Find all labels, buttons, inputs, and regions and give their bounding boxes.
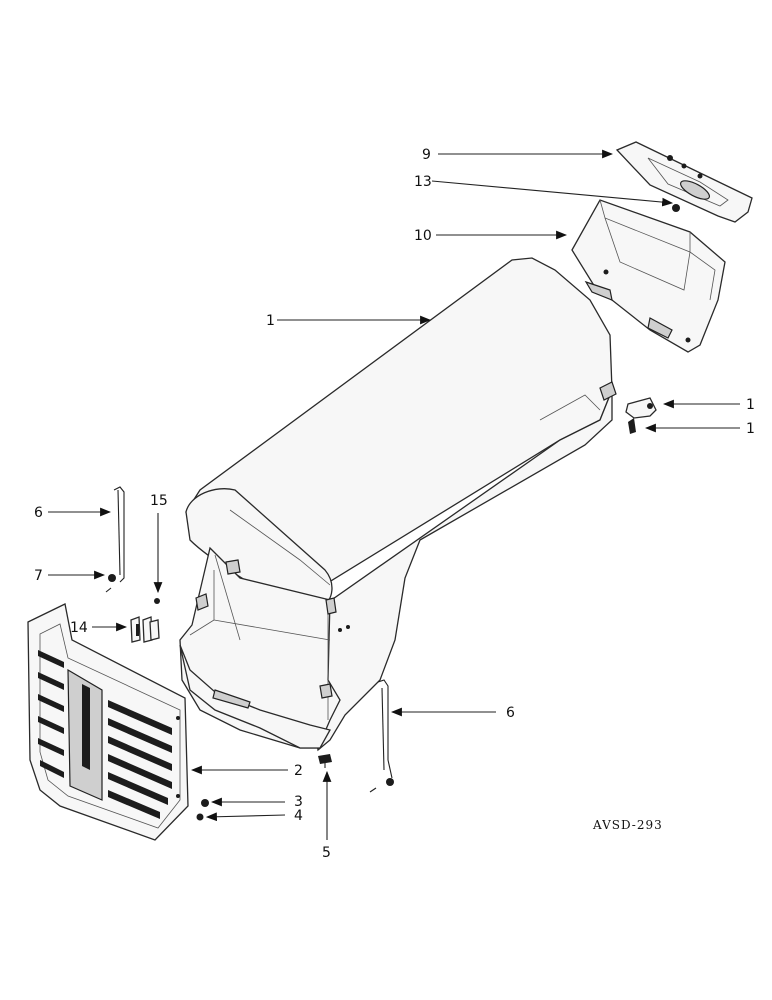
callout-6-left: 6: [34, 505, 43, 521]
leader-lines: [48, 149, 740, 840]
nut-part-7: [105, 574, 116, 593]
hood-part-1: [179, 257, 617, 752]
instrument-cover-part-9: [615, 141, 753, 223]
screw-part-4: [196, 813, 204, 821]
clip-part-14: [130, 616, 160, 643]
callout-5: 5: [322, 845, 331, 861]
grommet-part-13: [672, 204, 680, 212]
callout-15: 15: [150, 493, 168, 509]
callout-3: 3: [294, 794, 303, 810]
callout-1-hood: 1: [266, 313, 275, 329]
figure-code: AVSD-293: [592, 818, 663, 832]
callout-2: 2: [294, 763, 303, 779]
callout-4: 4: [294, 808, 303, 824]
callout-6-right: 6: [506, 705, 515, 721]
callout-13: 13: [414, 174, 432, 190]
callout-10: 10: [414, 228, 432, 244]
support-rod-part-6-left: [113, 486, 125, 583]
dash-housing-part-10: [571, 199, 726, 353]
hood-latch-part-1: [625, 397, 657, 434]
support-rod-part-6-right: [369, 679, 394, 793]
washer-part-3: [201, 799, 209, 807]
callout-9: 9: [422, 147, 431, 163]
callout-labels: 9 13 10 1 1 1 15 6 7 14 6 2 3 4 5 AVSD-2…: [34, 147, 755, 861]
callout-1-latch: 1: [746, 397, 755, 413]
bolt-part-15: [154, 598, 160, 604]
bolt-part-5: [318, 754, 332, 768]
grille-part-2: [27, 603, 189, 841]
callout-7: 7: [34, 568, 43, 584]
callout-1-pin: 1: [746, 421, 755, 437]
callout-14: 14: [70, 620, 88, 636]
